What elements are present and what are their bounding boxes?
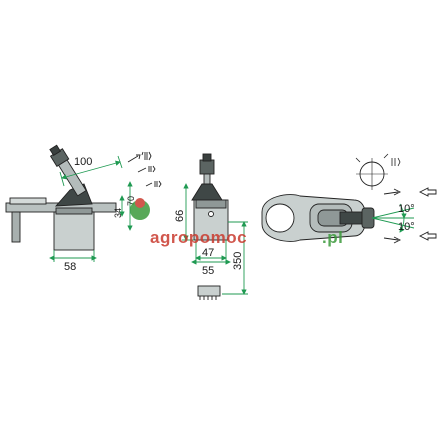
mount-hole (265, 203, 295, 233)
watermark-brand: agropomoc (150, 228, 247, 247)
left-view: 100 58 34 70 (5, 144, 162, 273)
label-100: 100 (74, 156, 92, 168)
plate-leg (11, 211, 21, 243)
label-55: 55 (202, 265, 214, 277)
lever-left (49, 144, 87, 197)
arrow-icon (418, 187, 437, 197)
label-47: 47 (202, 247, 214, 259)
housing (53, 211, 95, 251)
dimline-100 (61, 160, 121, 180)
watermark-suffix: .pl (322, 228, 343, 247)
mascot-icon (130, 200, 150, 220)
label-angle-upper: 10° (398, 203, 415, 215)
arrow-icon (418, 231, 437, 241)
housing-collar (55, 207, 93, 215)
label-58: 58 (64, 261, 76, 273)
middle-view: 66 47 55 350 (174, 153, 248, 300)
shift-pattern-icon (141, 151, 152, 161)
label-350: 350 (232, 252, 244, 270)
label-34: 34 (113, 208, 123, 218)
label-66: 66 (174, 210, 186, 222)
watermark: agropomoc .pl (130, 198, 343, 247)
shift-arrow-icon (127, 155, 139, 163)
label-70: 70 (126, 196, 136, 206)
knob (199, 159, 215, 175)
right-view: 10° 10° (261, 153, 437, 244)
lever-top (339, 211, 365, 225)
boot-mid (191, 183, 223, 201)
connector (197, 285, 221, 297)
label-angle-lower: 10° (398, 221, 415, 233)
plate-flange (9, 197, 47, 205)
